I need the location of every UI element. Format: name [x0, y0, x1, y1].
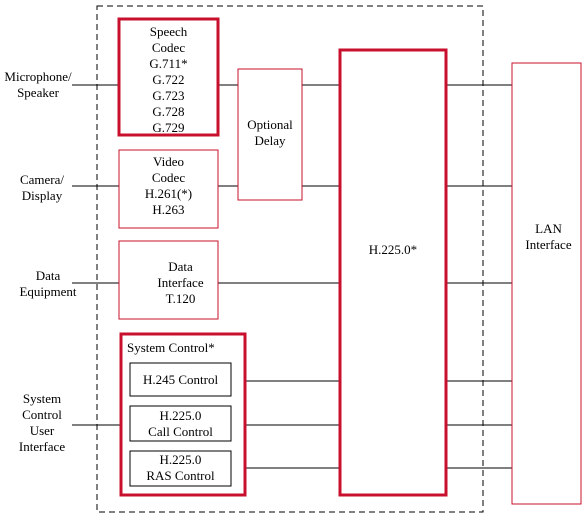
h2250-ras-control-label: H.225.0 RAS Control	[146, 452, 215, 483]
camera-display-label: Camera/ Display	[19, 172, 65, 203]
system-control-ui-label: System Control User Interface	[18, 391, 66, 454]
h245-control-box	[129, 362, 232, 397]
h2250-box	[338, 48, 448, 497]
lan-interface-label: LAN Interface	[525, 221, 572, 252]
data-interface-label: Data Interface T.120	[157, 259, 204, 306]
speech-codec-label: Speech Codec G.711* G.722 G.723 G.728 G.…	[149, 24, 188, 135]
speech-codec-box	[117, 17, 220, 137]
h2250-label: H.225.0*	[368, 242, 418, 257]
h2250-call-control-box	[129, 405, 232, 442]
optional-delay-label: Optional Delay	[247, 117, 293, 148]
h2250-call-control-label: H.225.0 Call Control	[148, 408, 213, 439]
data-equipment-label: Data Equipment	[19, 268, 77, 299]
optional-delay-box	[237, 68, 303, 201]
h2250-ras-control-box	[129, 450, 232, 487]
microphone-speaker-label: Microphone/ Speaker	[4, 69, 72, 100]
video-codec-box	[118, 149, 219, 229]
video-codec-label: Video Codec H.261(*) H.263	[144, 154, 193, 217]
connection-lines	[72, 84, 512, 469]
lan-interface-box	[511, 62, 582, 505]
h245-control-label: H.245 Control	[142, 372, 219, 387]
data-interface-box	[118, 240, 219, 320]
terminal-boundary	[96, 5, 484, 513]
system-control-title: System Control*	[127, 340, 215, 355]
